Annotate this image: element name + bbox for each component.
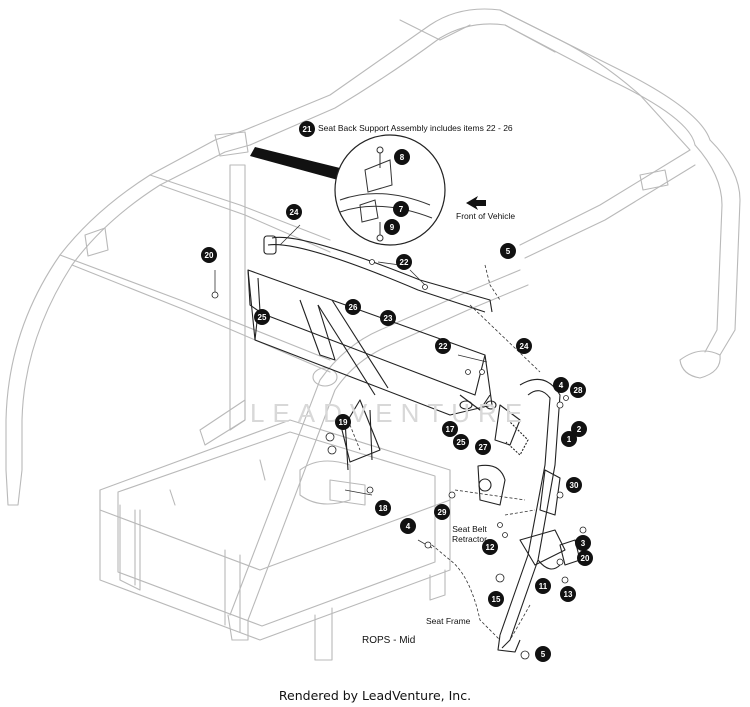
detail-view	[250, 134, 486, 246]
callout-24: 24	[516, 338, 532, 354]
callout-20: 20	[577, 550, 593, 566]
callout-25: 25	[254, 309, 270, 325]
callout-18: 18	[375, 500, 391, 516]
callout-4: 4	[400, 518, 416, 534]
callout-13: 13	[560, 586, 576, 602]
callout-15: 15	[488, 591, 504, 607]
callout-29: 29	[434, 504, 450, 520]
callout-3: 3	[575, 535, 591, 551]
callout-21: 21	[299, 121, 315, 137]
callout-27: 27	[475, 439, 491, 455]
callout-9: 9	[384, 219, 400, 235]
callout-19: 19	[335, 414, 351, 430]
rops-roof-frame	[5, 8, 741, 506]
callout-20: 20	[201, 247, 217, 263]
seat-frame-drawing	[99, 419, 451, 661]
callout-2: 2	[571, 421, 587, 437]
callout-17: 17	[442, 421, 458, 437]
fasteners	[211, 259, 587, 660]
callout-28: 28	[570, 382, 586, 398]
callout-7: 7	[393, 201, 409, 217]
callout-11: 11	[535, 578, 551, 594]
callout-24: 24	[286, 204, 302, 220]
callout-23: 23	[380, 310, 396, 326]
footer-credit: Rendered by LeadVenture, Inc.	[278, 688, 472, 703]
callout-22: 22	[396, 254, 412, 270]
seat-back-support-assembly	[247, 235, 581, 653]
seat-belt-retractor-label: Seat Belt Retractor	[452, 524, 487, 544]
callout-8: 8	[394, 149, 410, 165]
callout-22: 22	[435, 338, 451, 354]
leadventure-watermark: LEADVENTURE	[250, 398, 531, 428]
rops-mid-bar	[227, 269, 529, 641]
front-of-vehicle-label: Front of Vehicle	[456, 211, 516, 221]
leader-lines	[214, 224, 541, 641]
callout-25: 25	[453, 434, 469, 450]
callout-5: 5	[535, 646, 551, 662]
callout-26: 26	[345, 299, 361, 315]
callout-4: 4	[553, 377, 569, 393]
callout-30: 30	[566, 477, 582, 493]
callout-5: 5	[500, 243, 516, 259]
rops-mid-label: ROPS - Mid	[362, 635, 416, 646]
assembly-note: Seat Back Support Assembly includes item…	[318, 123, 513, 133]
callout-12: 12	[482, 539, 498, 555]
seat-frame-label: Seat Frame	[426, 616, 471, 626]
